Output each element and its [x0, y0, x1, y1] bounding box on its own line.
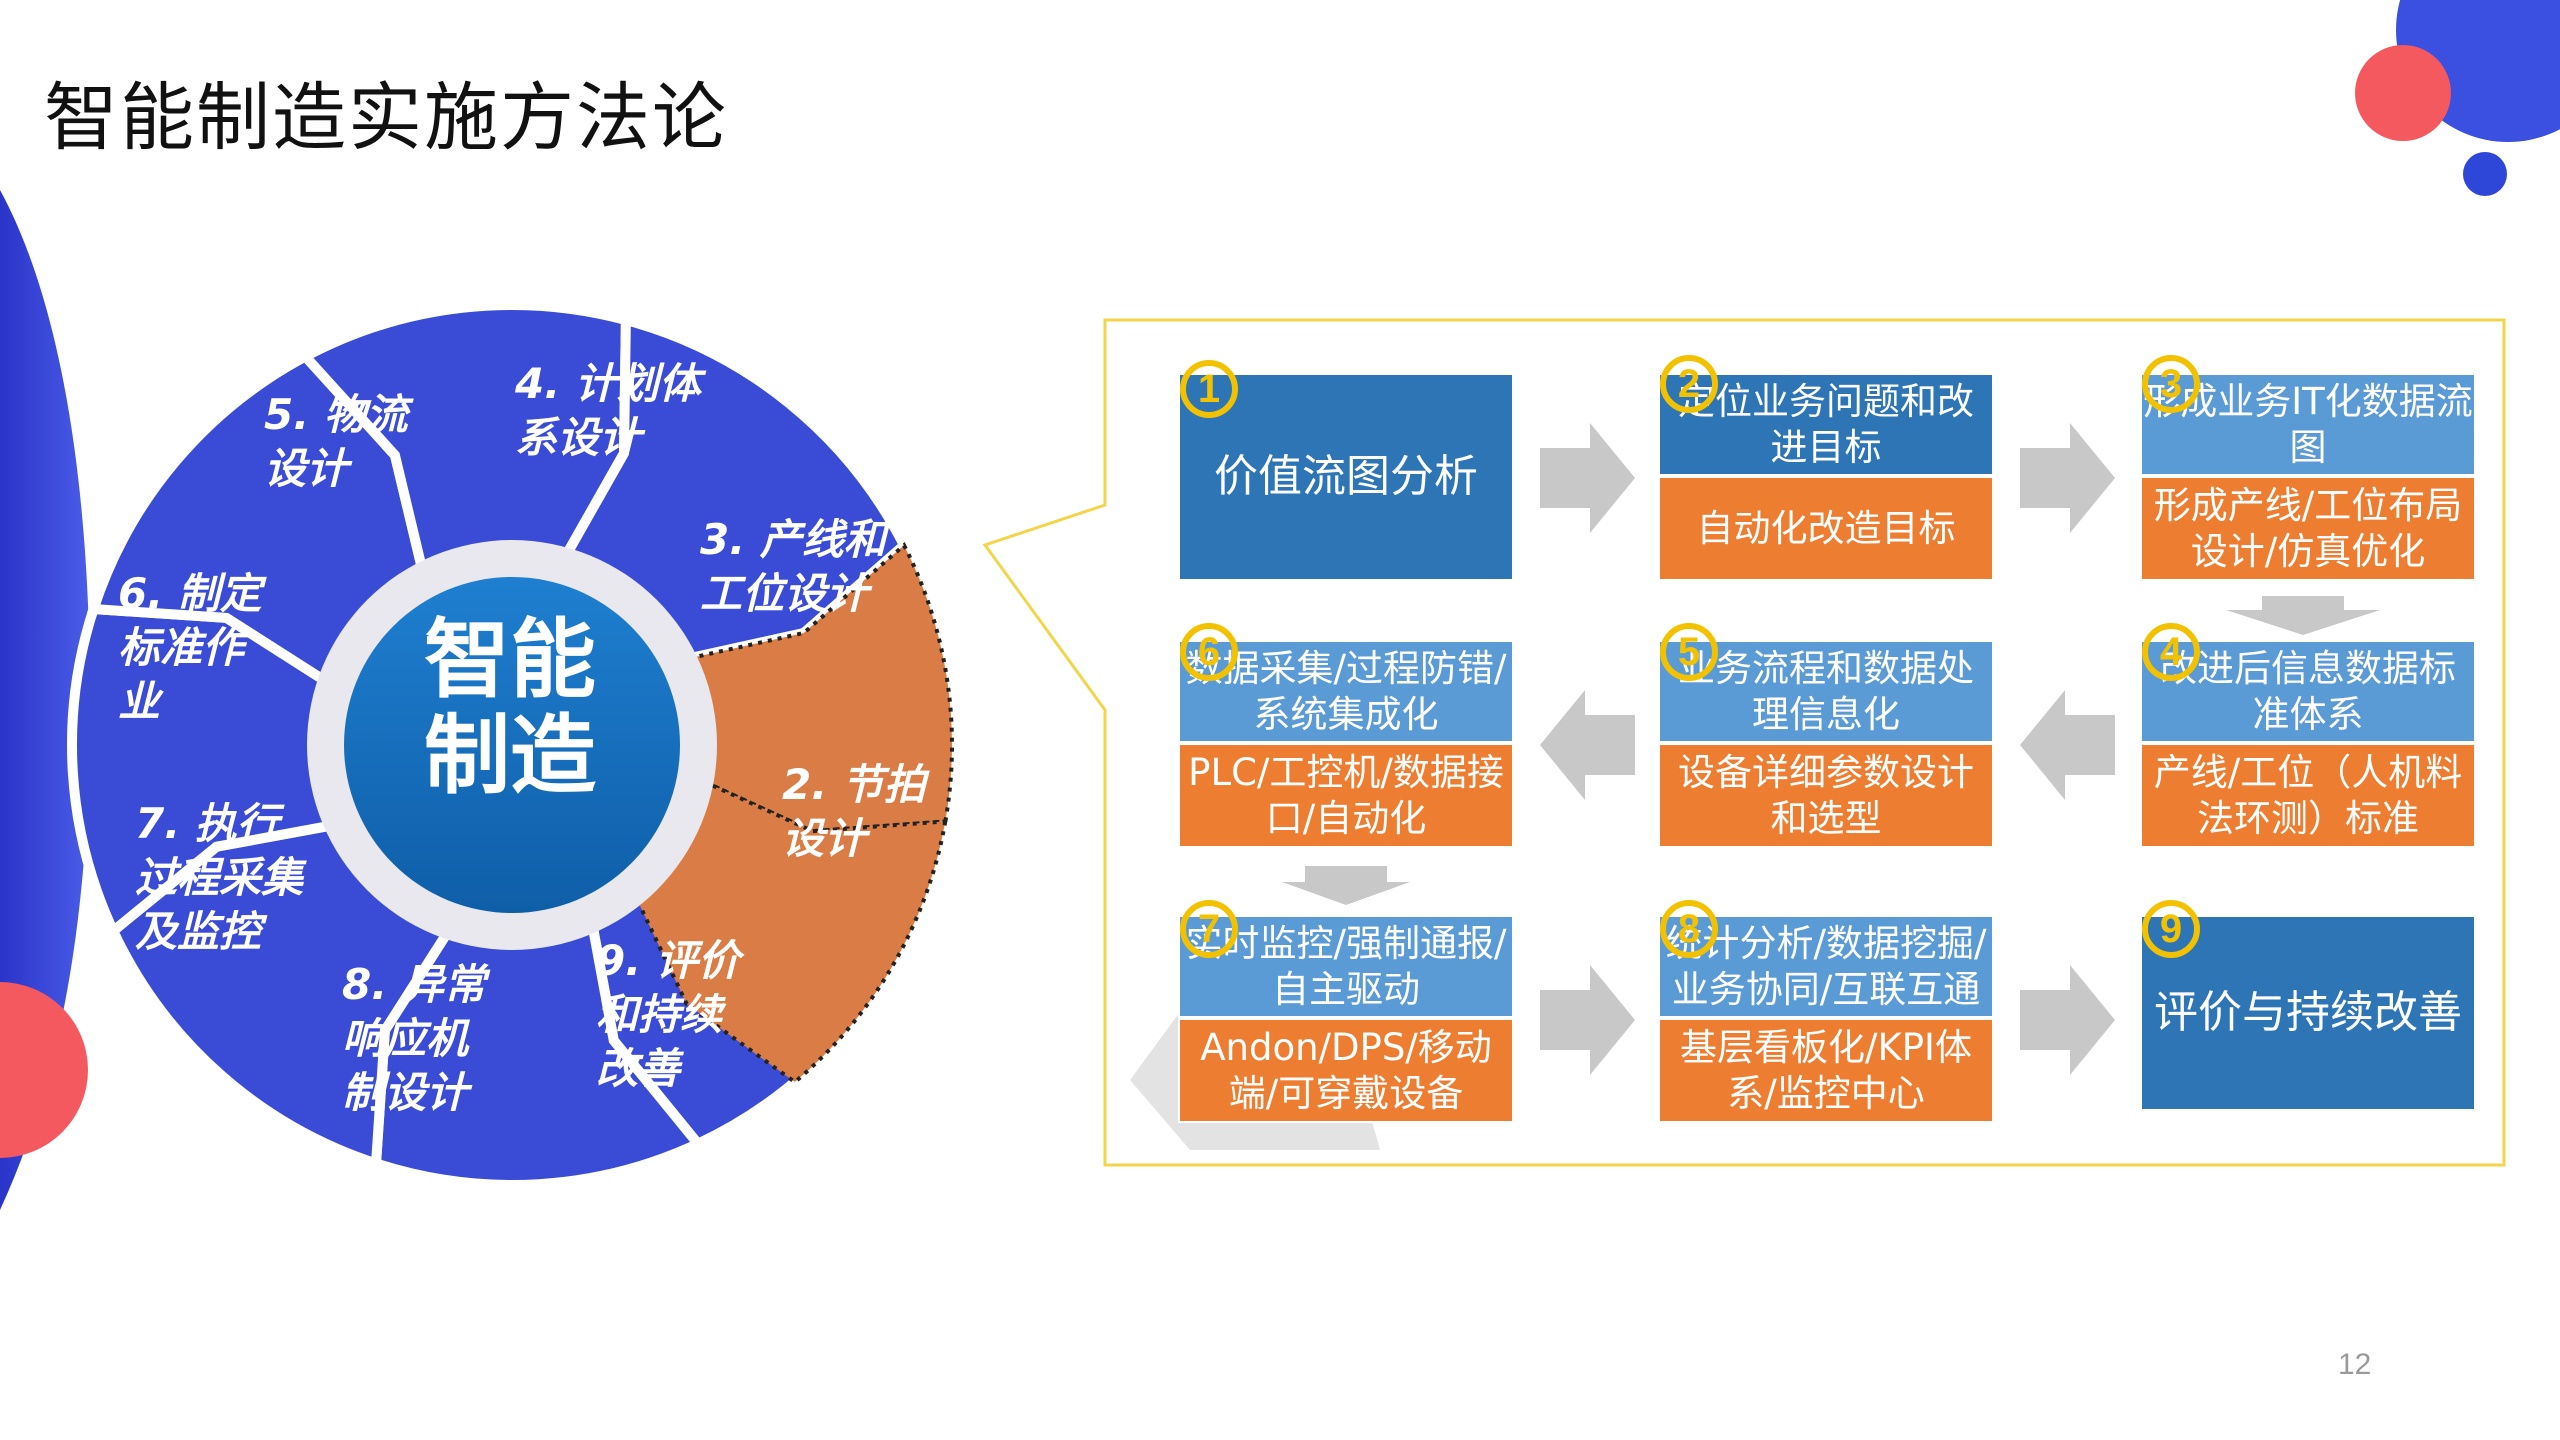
step-7-bottom: Andon/DPS/移动端/可穿戴设备	[1178, 1018, 1514, 1123]
page-title: 智能制造实施方法论	[44, 75, 728, 161]
step-9-box: 评价与持续改善	[2140, 915, 2476, 1111]
segment-label-1: 1. 产品 族分析	[934, 962, 1078, 1065]
step-8-badge: 8	[1660, 900, 1718, 958]
top-right-small-blue-dot	[2463, 152, 2507, 196]
arrow-left-2	[1540, 690, 1635, 800]
bottom-left-red-circle	[0, 982, 88, 1158]
step-6-top: 数据采集/过程防错/系统集成化	[1178, 640, 1514, 743]
segment-label-3: 3. 产线和 工位设计	[700, 515, 886, 618]
wheel-center-circle	[344, 577, 680, 913]
step-8-bottom: 基层看板化/KPI体系/监控中心	[1658, 1018, 1994, 1123]
page-number: 12	[2338, 1348, 2372, 1381]
arrow-left-1	[2020, 690, 2115, 800]
step-8-top: 统计分析/数据挖掘/业务协同/互联互通	[1658, 915, 1994, 1018]
segment-label-6: 6. 制定 标准作 业	[118, 569, 262, 726]
step-4-bottom: 产线/工位（人机料法环测）标准	[2140, 743, 2476, 848]
segment-label-8: 8. 异常 响应机 制设计	[342, 960, 486, 1117]
arrow-down-2	[1282, 866, 1410, 905]
arrow-right-3	[1540, 965, 1635, 1075]
process-wheel	[67, 300, 954, 1190]
step-4-top: 改进后信息数据标准体系	[2140, 640, 2476, 743]
flow-arrows	[1282, 423, 2380, 1075]
segment-label-7: 7. 执行 过程采集 及监控	[135, 799, 304, 956]
wheel-center-label: 智能 制造	[424, 610, 596, 806]
step-2-badge: 2	[1660, 355, 1718, 413]
step-2-bottom: 自动化改造目标	[1658, 476, 1994, 581]
step-5-bottom: 设备详细参数设计和选型	[1658, 743, 1994, 848]
arrow-right-4	[2020, 965, 2115, 1075]
step-6-badge: 6	[1180, 623, 1238, 681]
segment-label-4: 4. 计划体 系设计	[515, 359, 701, 462]
step-3-bottom: 形成产线/工位布局设计/仿真优化	[2140, 476, 2476, 581]
step-1-badge: 1	[1180, 360, 1238, 418]
step-2-top: 定位业务问题和改进目标	[1658, 373, 1994, 476]
left-blue-arc-decoration	[0, 190, 90, 1210]
step-1-box: 价值流图分析	[1178, 373, 1514, 581]
step-4-badge: 4	[2142, 623, 2200, 681]
segment-label-5: 5. 物流 设计	[264, 390, 408, 493]
step-3-badge: 3	[2142, 355, 2200, 413]
step-5-badge: 5	[1660, 623, 1718, 681]
segment-label-2: 2. 节拍 设计	[782, 760, 926, 863]
arrow-right-2	[2020, 423, 2115, 533]
arrow-right-1	[1540, 423, 1635, 533]
segment-label-9: 9. 评价 和持续 改善	[596, 936, 740, 1093]
step-7-badge: 7	[1180, 900, 1238, 958]
arrow-down-1	[2226, 596, 2380, 635]
step-9-badge: 9	[2142, 900, 2200, 958]
step-6-bottom: PLC/工控机/数据接口/自动化	[1178, 743, 1514, 848]
top-right-red-circle	[2355, 45, 2451, 141]
